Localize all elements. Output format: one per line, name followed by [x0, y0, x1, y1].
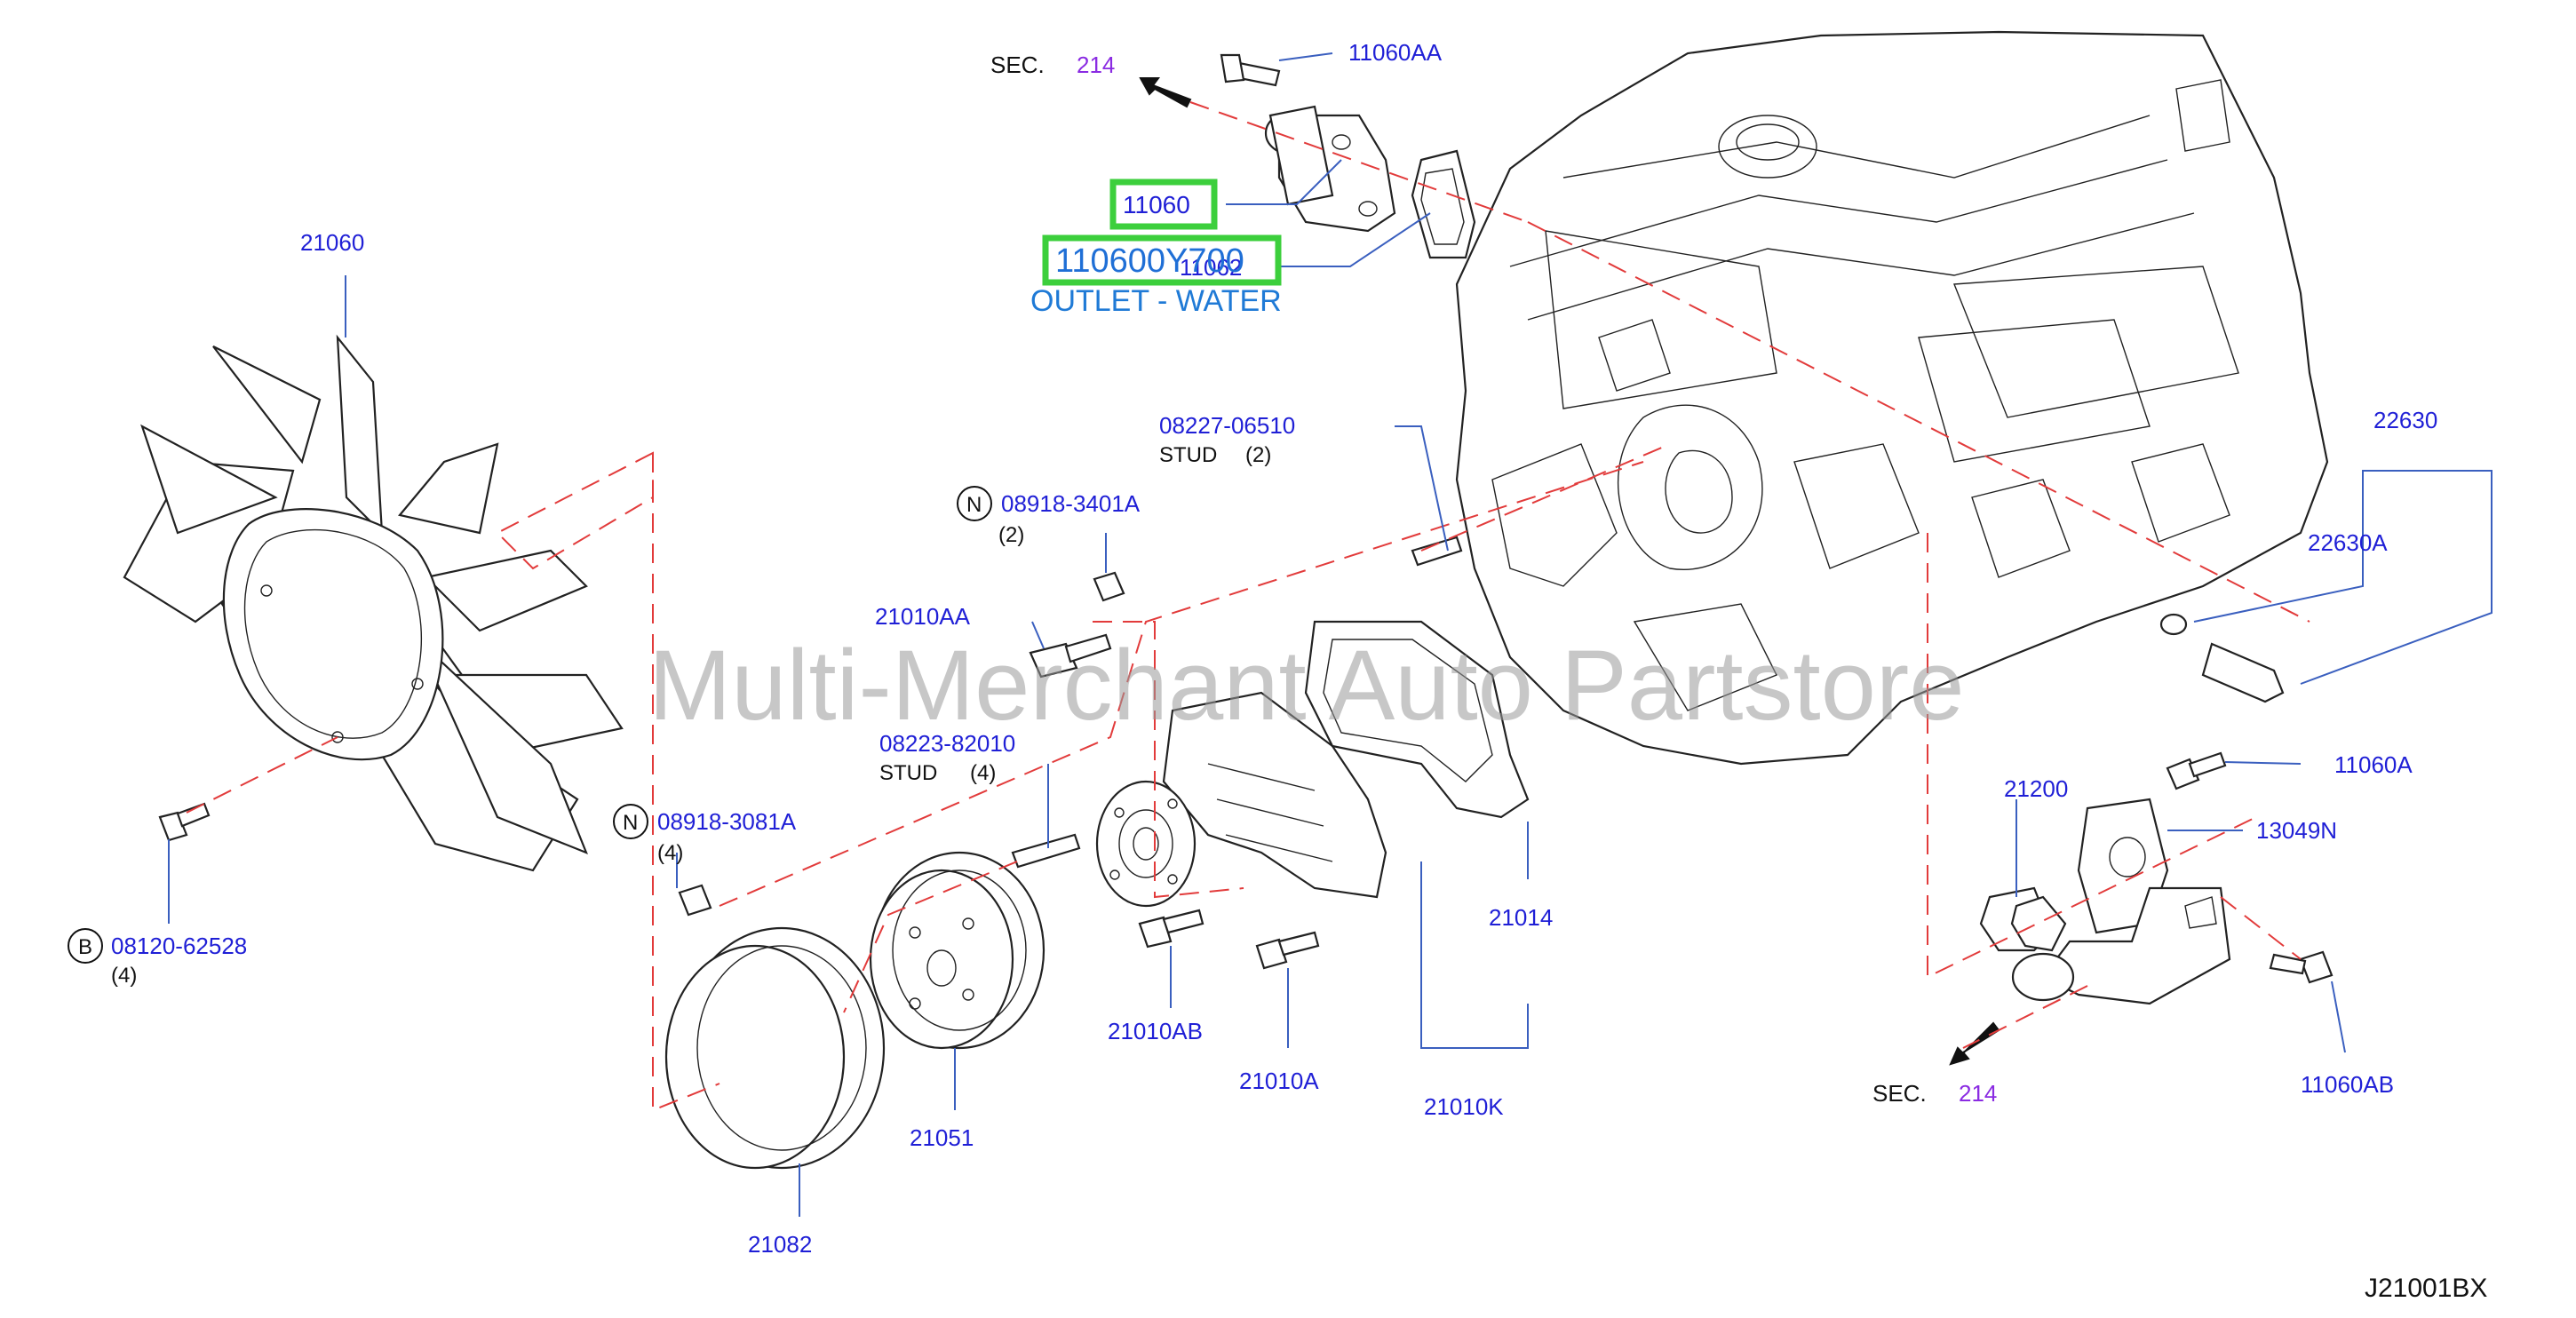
label-21010AB[interactable]: 21010AB [1108, 1018, 1203, 1044]
tag-circle-b [68, 928, 103, 964]
label-11060A[interactable]: 11060A [2334, 751, 2413, 778]
label-08918-3081A-qty: (4) [657, 841, 683, 865]
label-stud-4: STUD [879, 761, 937, 785]
label-22630A[interactable]: 22630A [2308, 529, 2388, 556]
tag-circle-n2 [613, 804, 648, 839]
label-08120-62528-qty: (4) [111, 964, 137, 988]
label-21010A[interactable]: 21010A [1239, 1068, 1319, 1094]
fan-21060-drawing [123, 334, 624, 872]
alignment-lines [186, 101, 2310, 1112]
label-21010AA[interactable]: 21010AA [875, 603, 971, 630]
label-08223-82010[interactable]: 08223-82010 [879, 730, 1015, 757]
label-08227-06510[interactable]: 08227-06510 [1159, 412, 1295, 439]
sec-number-top[interactable]: 214 [1077, 52, 1115, 78]
label-11060-highlight[interactable]: 11060 [1123, 191, 1190, 218]
label-part-description: OUTLET - WATER [1030, 284, 1282, 318]
section-arrow-bottom [1949, 1021, 2000, 1066]
label-08918-3081A[interactable]: 08918-3081A [657, 808, 797, 835]
label-21010K[interactable]: 21010K [1424, 1093, 1504, 1120]
label-21060[interactable]: 21060 [300, 229, 364, 256]
label-21014[interactable]: 21014 [1489, 904, 1553, 931]
label-21051[interactable]: 21051 [910, 1124, 974, 1151]
sec-prefix-bottom: SEC. [1872, 1080, 1927, 1107]
tag-b-letter: B [78, 935, 92, 959]
label-08120-62528[interactable]: 08120-62528 [111, 933, 247, 959]
diagram-code: J21001BX [2365, 1274, 2487, 1303]
label-stud-2-qty: (2) [1245, 443, 1271, 467]
label-21200[interactable]: 21200 [2004, 775, 2068, 802]
label-oem-number[interactable]: 110600Y700 [1055, 242, 1244, 280]
fasteners-drawing [158, 53, 2334, 984]
highlight-box-part [1109, 179, 1218, 230]
pulley-21051-drawing [869, 851, 1046, 1050]
label-08918-3401A[interactable]: 08918-3401A [1001, 490, 1141, 517]
gasket-21014-drawing [1304, 620, 1530, 819]
label-21082[interactable]: 21082 [748, 1231, 812, 1258]
tag-n1-letter: N [966, 493, 982, 517]
label-22630[interactable]: 22630 [2373, 407, 2437, 433]
engine-block-drawing [1455, 30, 2329, 766]
label-11062[interactable]: 11062 [1180, 254, 1242, 281]
section-arrow-top [1139, 77, 1192, 108]
tag-circle-n1 [957, 486, 992, 521]
label-stud-2: STUD [1159, 443, 1217, 467]
sec-prefix-top: SEC. [990, 52, 1045, 78]
watermark-text: Multi-Merchant Auto Partstore [648, 630, 1964, 741]
leader-lines [168, 52, 2493, 1217]
pulley-21082-drawing [664, 926, 886, 1170]
gasket-11062-drawing [1411, 149, 1476, 259]
label-stud-4-qty: (4) [970, 761, 996, 785]
highlight-box-oem [1042, 234, 1282, 286]
tag-n2-letter: N [623, 811, 638, 835]
sensor-22630-drawing [2159, 613, 2285, 703]
label-11060AA[interactable]: 11060AA [1348, 39, 1443, 66]
label-13049N[interactable]: 13049N [2256, 817, 2337, 844]
water-pump-drawing [1095, 691, 1387, 908]
label-11060AB[interactable]: 11060AB [2301, 1071, 2394, 1098]
sec-number-bottom[interactable]: 214 [1959, 1080, 1997, 1107]
label-08918-3401A-qty: (2) [998, 523, 1024, 547]
